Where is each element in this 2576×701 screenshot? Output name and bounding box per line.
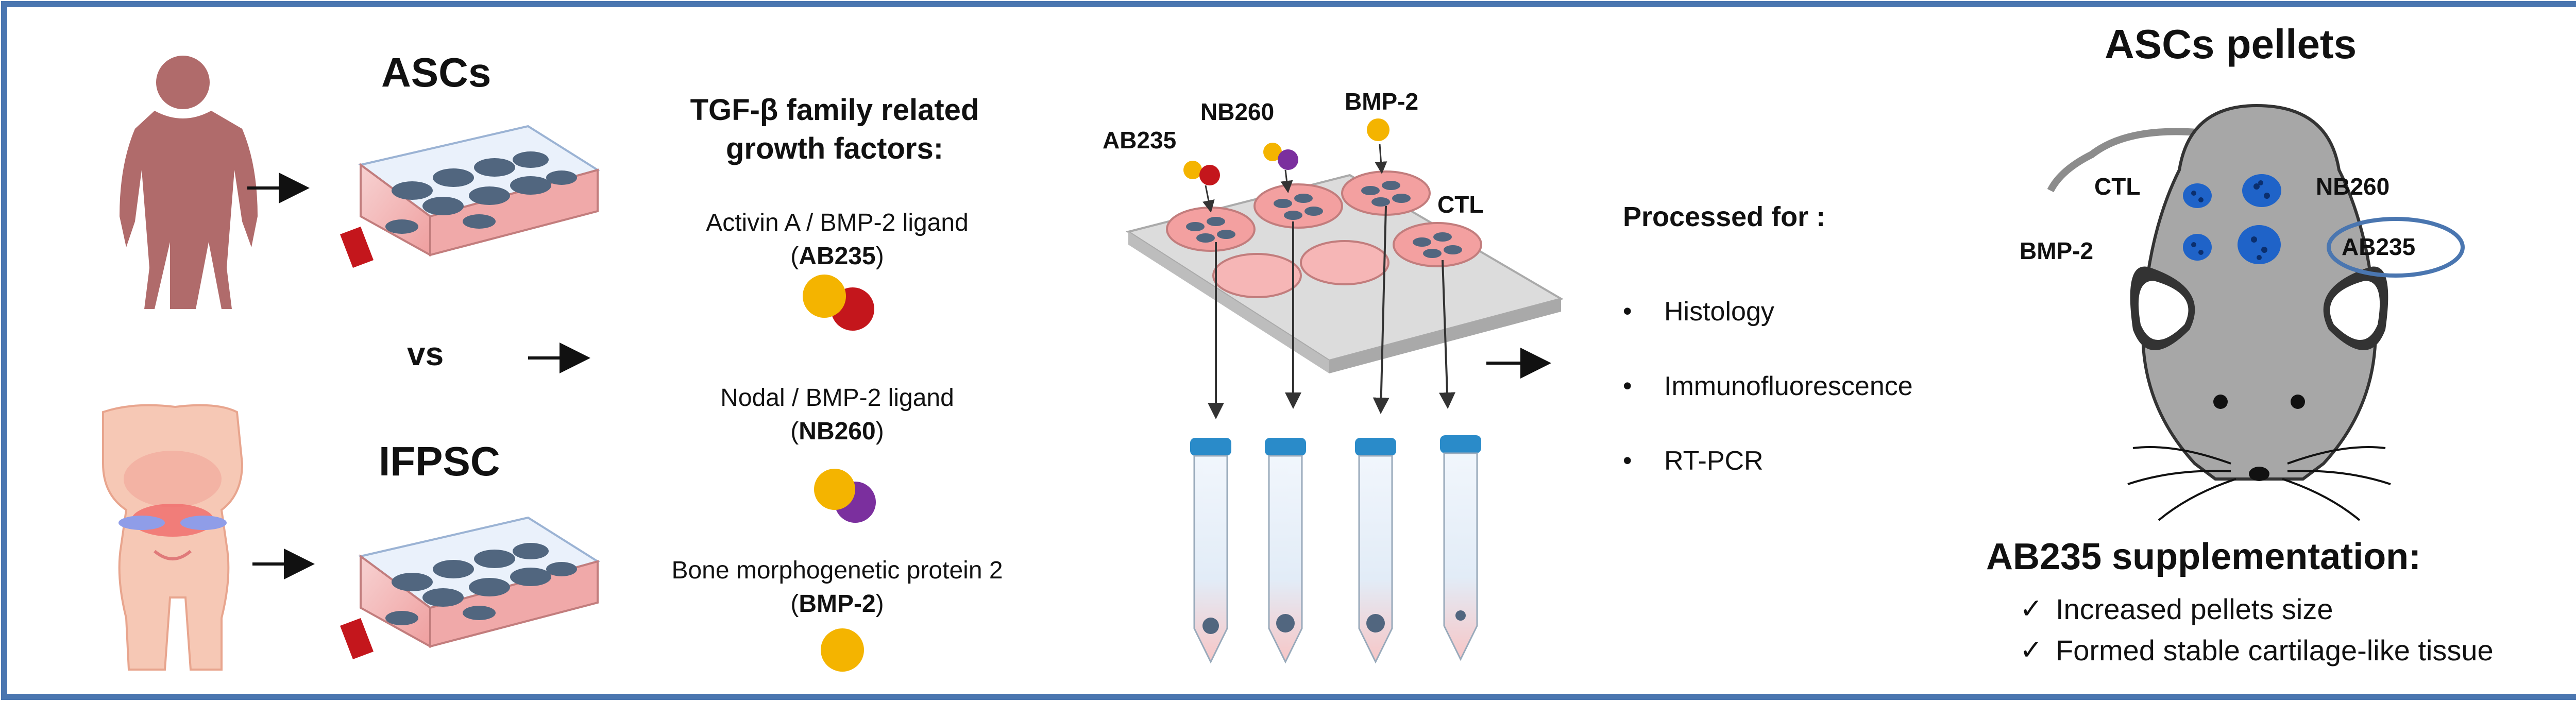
growth-factor-name: Nodal / BMP-2 ligand: [720, 384, 954, 412]
plate-label-ab235: AB235: [1103, 127, 1177, 153]
growth-factors-title-line2: growth factors:: [725, 132, 944, 165]
vs-label: vs: [407, 335, 444, 372]
human-silhouette-icon: [120, 56, 258, 309]
knee-joint-icon: [102, 404, 244, 671]
falcon-tube-icon: [1440, 435, 1481, 661]
mouse-label-ctl: CTL: [2094, 173, 2141, 200]
growth-factor-name: Bone morphogenetic protein 2: [671, 557, 1003, 584]
check-icon: ✓: [2020, 635, 2043, 665]
growth-factors-title-line1: TGF-β family related: [690, 93, 979, 127]
mouse-label-nb260: NB260: [2316, 173, 2390, 200]
growth-factor-name: Activin A / BMP-2 ligand: [706, 209, 969, 236]
culture-flask-icon: [340, 125, 600, 268]
falcon-tube-icon: [1265, 438, 1306, 664]
plate-label-ctl: CTL: [1437, 191, 1484, 218]
process-item: Histology: [1664, 297, 1774, 327]
growth-factor-code: (NB260): [790, 418, 884, 445]
supplementation-title: AB235 supplementation:: [1986, 536, 2421, 577]
process-bullet: •: [1623, 446, 1632, 475]
culture-flask-icon: [340, 516, 600, 659]
tubes-group: [1190, 435, 1481, 664]
supplementation-item: Formed stable cartilage-like tissue: [2056, 634, 2494, 666]
check-icon: ✓: [2020, 593, 2043, 624]
mouse-label-ab235: AB235: [2342, 233, 2416, 260]
pellet-icon: [2183, 174, 2281, 264]
process-item: RT-PCR: [1664, 446, 1764, 476]
mouse-label-bmp2: BMP-2: [2020, 237, 2094, 264]
growth-factor-code: (BMP-2): [790, 590, 884, 618]
highlight-ellipse: [2327, 217, 2465, 278]
process-bullet: •: [1623, 371, 1632, 400]
ab235-dots-icon: [803, 275, 874, 331]
process-bullet: •: [1623, 297, 1632, 326]
supplementation-item: Increased pellets size: [2056, 593, 2333, 625]
bmp2-dot-icon: [821, 628, 864, 672]
ifpsc-label: IFPSC: [379, 438, 500, 484]
falcon-tube-icon: [1355, 438, 1396, 664]
mouse-icon: [2047, 104, 2465, 521]
asc-label: ASCs: [381, 49, 492, 95]
plate-label-bmp2: BMP-2: [1345, 88, 1419, 115]
falcon-tube-icon: [1190, 438, 1231, 664]
culture-plate-icon: [1126, 118, 1564, 419]
mouse-title: ASCs pellets: [2105, 21, 2357, 67]
growth-factor-code: (AB235): [790, 243, 884, 270]
processed-title: Processed for :: [1623, 201, 1826, 232]
plate-label-nb260: NB260: [1200, 98, 1275, 125]
nb260-dots-icon: [814, 469, 876, 523]
process-item: Immunofluorescence: [1664, 371, 1913, 401]
